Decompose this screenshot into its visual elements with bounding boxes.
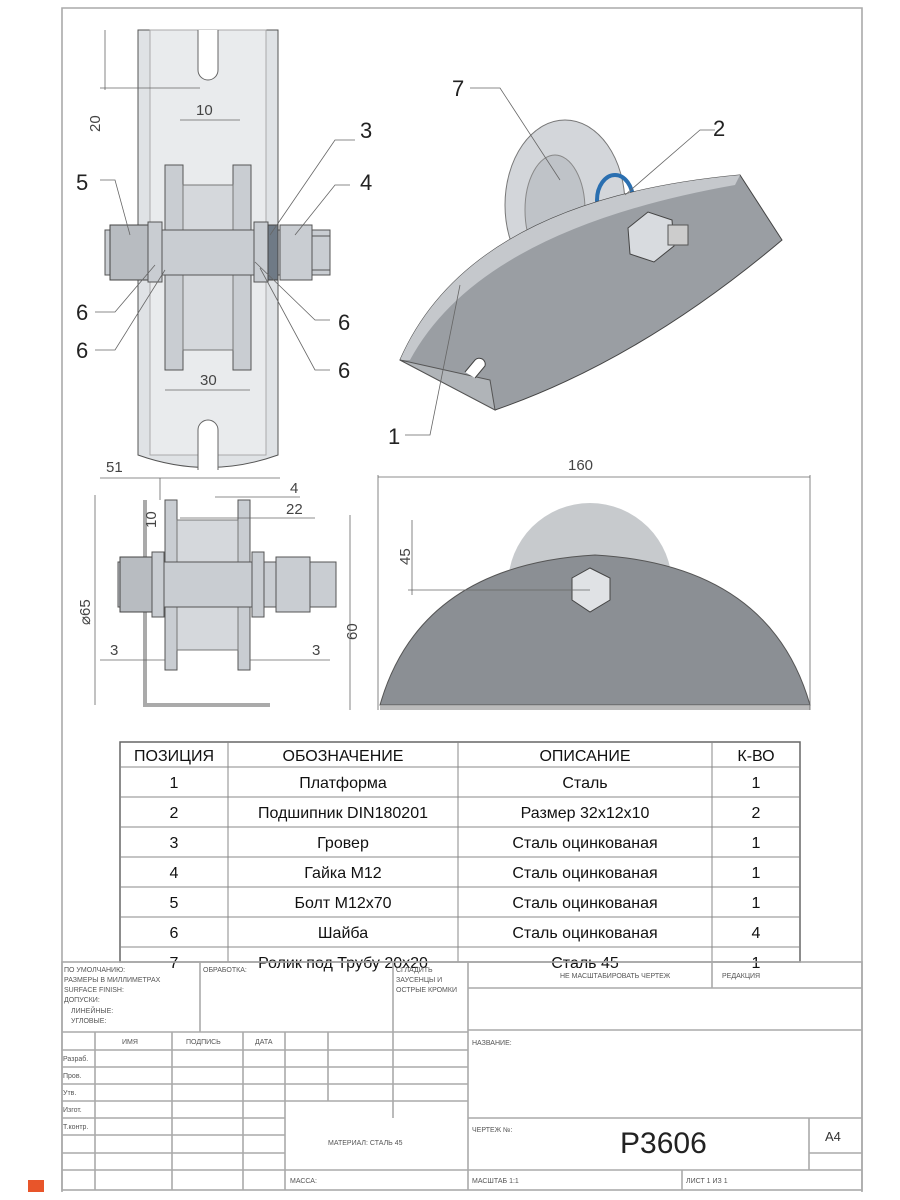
dim-diameter-65: ⌀65 — [77, 599, 94, 625]
tb-default-5: УГЛОВЫЕ: — [71, 1018, 106, 1025]
table-cell: 1 — [752, 895, 761, 912]
tb-revision: РЕДАКЦИЯ — [722, 973, 760, 980]
corner-logo-icon — [28, 1180, 44, 1192]
dim-20: 20 — [87, 115, 104, 132]
dim-60: 60 — [344, 623, 361, 640]
tb-col-name: ИМЯ — [122, 1039, 138, 1046]
tb-drawing-no: P3606 — [620, 1127, 707, 1160]
tb-sheet: ЛИСТ 1 ИЗ 1 — [686, 1178, 728, 1185]
table-cell: 1 — [170, 775, 179, 792]
header-designation: ОБОЗНАЧЕНИЕ — [283, 748, 404, 765]
table-cell: 1 — [752, 865, 761, 882]
table-cell: 1 — [752, 835, 761, 852]
tb-default-3: ДОПУСКИ: — [64, 997, 100, 1004]
tb-size: A4 — [825, 1129, 841, 1144]
tb-scale: МАСШТАБ 1:1 — [472, 1178, 519, 1185]
callout-6d: 6 — [338, 358, 350, 383]
table-cell: Сталь оцинкованая — [512, 895, 657, 912]
dim-30: 30 — [200, 372, 217, 389]
callout-2: 2 — [713, 116, 725, 141]
table-cell: 3 — [170, 835, 179, 852]
table-cell: 7 — [170, 955, 179, 972]
tb-material: МАТЕРИАЛ: СТАЛЬ 45 — [328, 1140, 403, 1147]
tb-default-1: РАЗМЕРЫ В МИЛЛИМЕТРАХ — [64, 977, 161, 984]
tb-role-2: Утв. — [63, 1090, 76, 1097]
table-cell: Подшипник DIN180201 — [258, 805, 428, 822]
tb-mass: МАССА: — [290, 1178, 317, 1185]
table-cell: Шайба — [318, 925, 368, 942]
tb-col-signature: ПОДПИСЬ — [186, 1039, 221, 1046]
table-cell: 2 — [170, 805, 179, 822]
dim-10-side: 10 — [143, 511, 160, 528]
table-cell: Сталь оцинкованая — [512, 835, 657, 852]
tb-drawing-no-label: ЧЕРТЕЖ №: — [472, 1127, 513, 1134]
tb-role-1: Пров. — [63, 1073, 82, 1080]
side-view: 4 22 10 ⌀65 60 3 3 — [77, 478, 361, 710]
table-cell: Размер 32x12x10 — [521, 805, 650, 822]
isometric-view: 7 2 1 — [388, 76, 783, 449]
header-description: ОПИСАНИЕ — [539, 748, 630, 765]
callout-6b: 6 — [76, 338, 88, 363]
table-cell: 1 — [752, 775, 761, 792]
tb-deburr-2: ОСТРЫЕ КРОМКИ — [396, 987, 457, 994]
callout-1: 1 — [388, 424, 400, 449]
dim-3-right: 3 — [312, 642, 320, 659]
front-view: 20 10 30 51 3 4 5 6 6 6 6 — [76, 29, 372, 479]
tb-name-label: НАЗВАНИЕ: — [472, 1040, 512, 1047]
dim-22: 22 — [286, 501, 303, 518]
tb-role-0: Разраб. — [63, 1055, 88, 1063]
tb-role-3: Изгот. — [63, 1107, 82, 1114]
table-cell: Платформа — [299, 775, 387, 792]
callout-3: 3 — [360, 118, 372, 143]
table-cell: Сталь оцинкованая — [512, 925, 657, 942]
header-qty: К-ВО — [737, 748, 774, 765]
dim-160: 160 — [568, 457, 593, 474]
callout-4: 4 — [360, 170, 372, 195]
tb-default-0: ПО УМОЛЧАНИЮ: — [64, 967, 125, 974]
callout-7: 7 — [452, 76, 464, 101]
table-cell: 6 — [170, 925, 179, 942]
table-cell: 4 — [752, 925, 761, 942]
tb-default-2: SURFACE FINISH: — [64, 987, 124, 994]
dim-4: 4 — [290, 480, 298, 497]
table-cell: 5 — [170, 895, 179, 912]
sheet-frame — [61, 7, 863, 1192]
dim-51: 51 — [106, 459, 123, 476]
table-cell: Сталь оцинкованая — [512, 865, 657, 882]
tb-default-4: ЛИНЕЙНЫЕ: — [71, 1006, 113, 1015]
profile-view: 160 45 — [377, 457, 811, 710]
callout-6a: 6 — [76, 300, 88, 325]
dim-10: 10 — [196, 102, 213, 119]
tb-deburr-1: ЗАУСЕНЦЫ И — [396, 977, 442, 984]
title-block: ПО УМОЛЧАНИЮ: РАЗМЕРЫ В МИЛЛИМЕТРАХ SURF… — [61, 961, 863, 1191]
table-cell: Гровер — [317, 835, 369, 852]
dim-3-left: 3 — [110, 642, 118, 659]
dim-45: 45 — [397, 548, 414, 565]
tb-col-date: ДАТА — [255, 1039, 273, 1046]
table-cell: Сталь 45 — [551, 955, 619, 972]
callout-5: 5 — [76, 170, 88, 195]
tb-finish: ОБРАБОТКА: — [203, 967, 247, 974]
header-position: ПОЗИЦИЯ — [134, 748, 214, 765]
callout-6c: 6 — [338, 310, 350, 335]
table-cell: 2 — [752, 805, 761, 822]
tb-no-scale: НЕ МАСШТАБИРОВАТЬ ЧЕРТЕЖ — [560, 973, 671, 980]
table-cell: 4 — [170, 865, 179, 882]
tb-role-4: Т.контр. — [63, 1124, 88, 1131]
table-cell: Ролик под Трубу 20x20 — [258, 955, 428, 972]
table-cell: Гайка М12 — [304, 865, 382, 882]
table-cell: 1 — [752, 955, 761, 972]
parts-table: ПОЗИЦИЯ ОБОЗНАЧЕНИЕ ОПИСАНИЕ К-ВО 1 Платф… — [119, 741, 801, 972]
table-cell: Сталь — [562, 775, 607, 792]
tb-deburr-0: СГЛАДИТЬ — [396, 967, 433, 974]
table-cell: Болт М12x70 — [294, 895, 391, 912]
